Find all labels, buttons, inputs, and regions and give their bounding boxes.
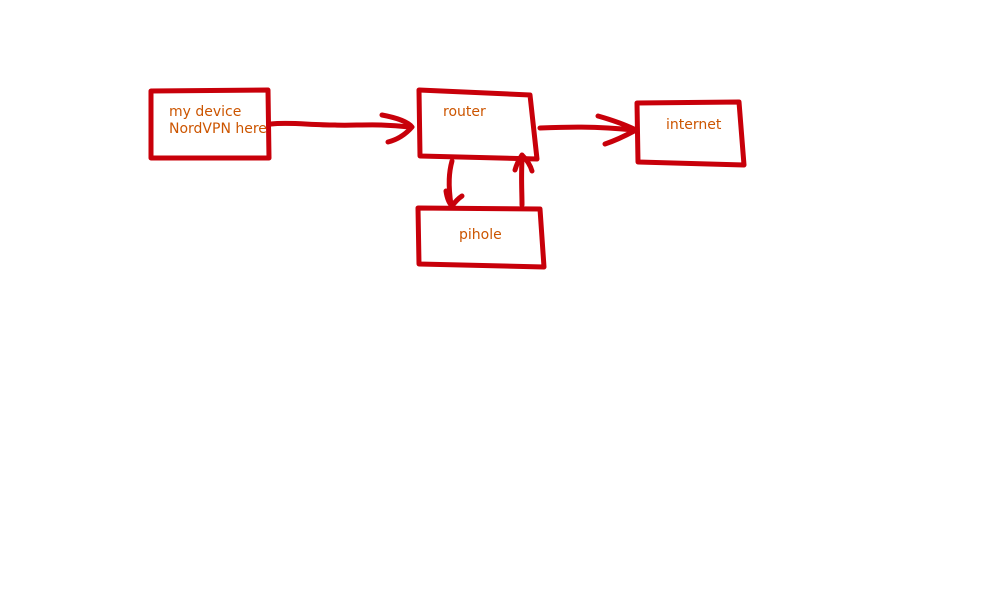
router-label: router (443, 104, 486, 120)
router-box (416, 87, 540, 162)
device-label-line2: NordVPN here (169, 121, 267, 137)
arrowhead-pihole-to-router (512, 152, 535, 174)
internet-label: internet (666, 117, 722, 133)
pihole-label: pihole (459, 227, 502, 243)
pihole-box (415, 205, 547, 270)
arrowhead-device-to-router (379, 112, 415, 145)
device-label-line1: my device (169, 104, 242, 120)
arrowhead-router-to-pihole (443, 188, 465, 209)
internet-box (634, 99, 747, 168)
arrowhead-router-to-internet (595, 113, 639, 147)
arrow-device-to-router (268, 120, 413, 130)
device-box (148, 87, 272, 161)
arrow-router-to-internet (537, 124, 637, 133)
